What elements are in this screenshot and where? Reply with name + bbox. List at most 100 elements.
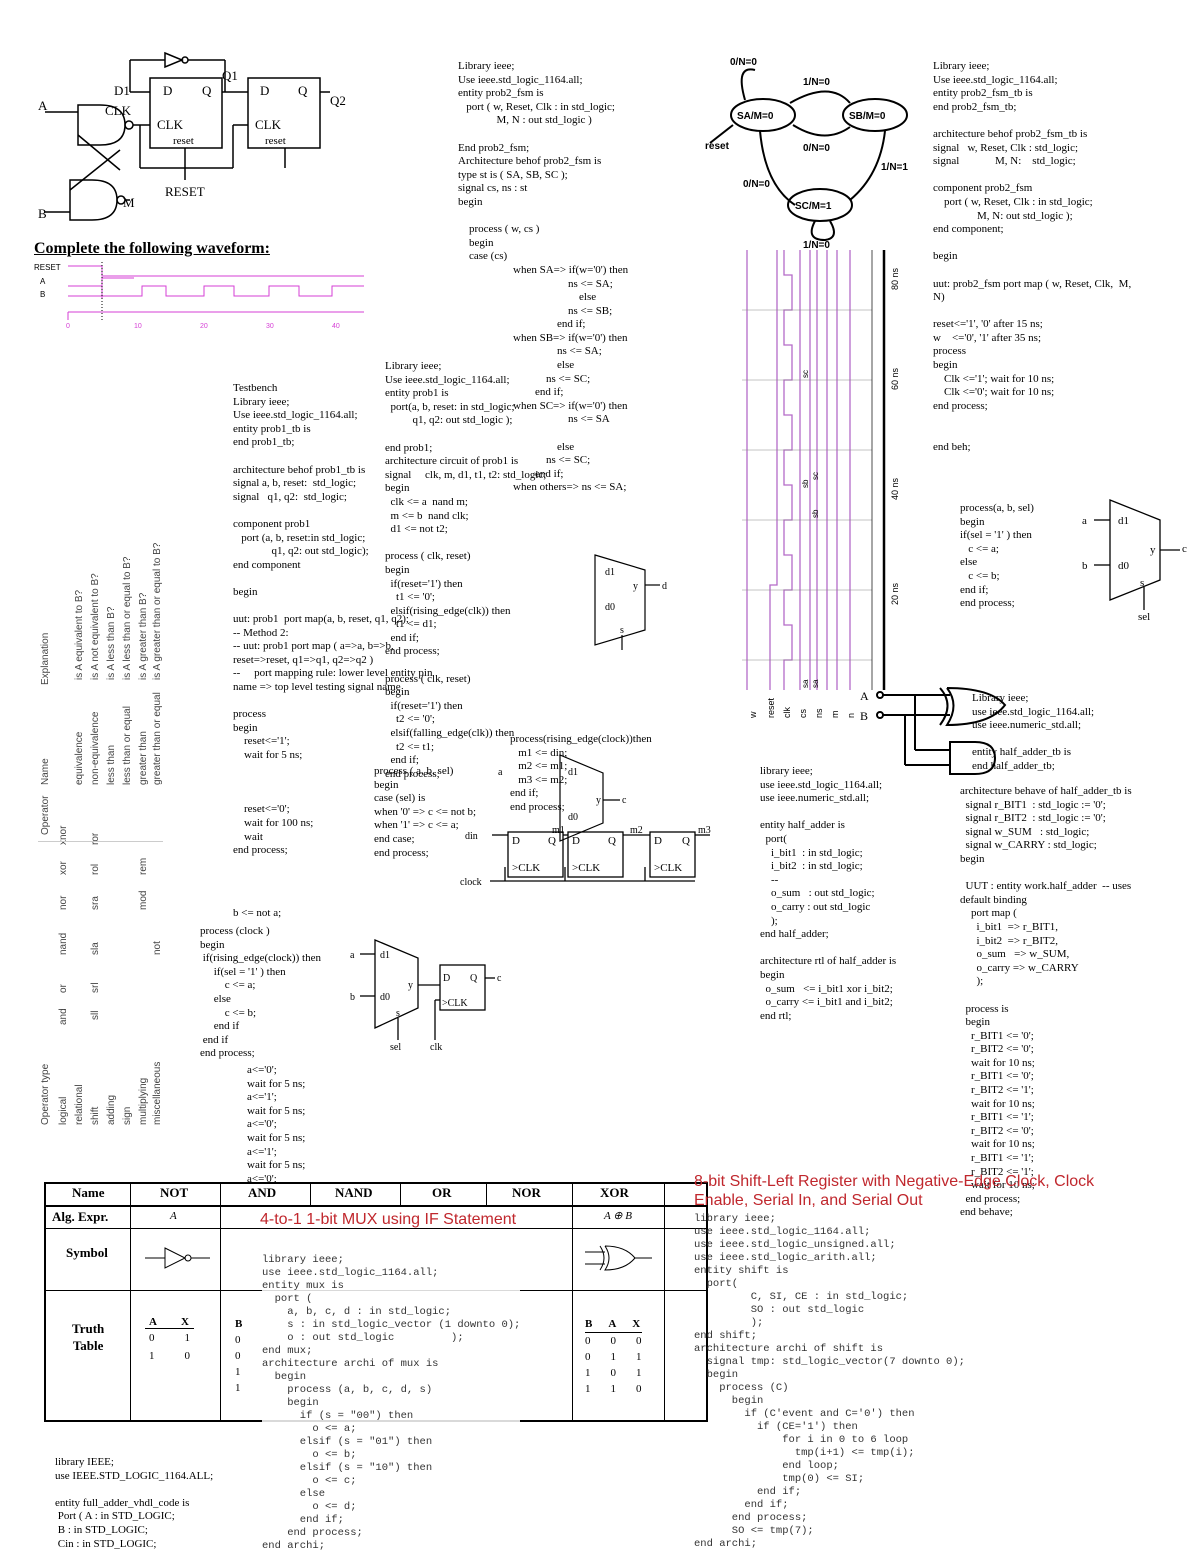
simulation-waveform: 80 ns 60 ns 40 ns 20 ns sc sb sc sb sa s… [742,250,900,719]
svg-text:d0: d0 [568,812,578,823]
code-half-adder: library ieee; use ieee.std_logic_1164.al… [760,765,897,1022]
code-shift: library ieee; use ieee.std_logic_1164.al… [694,1213,965,1550]
svg-text:40: 40 [332,323,340,330]
gates-symbol-label: Symbol [66,1245,108,1260]
svg-text:d0: d0 [1118,560,1130,572]
svg-text:m: m [830,711,840,719]
half-adder-circuit: A B [860,687,1007,775]
code-clock-process: process (clock ) begin if(rising_edge(cl… [200,925,321,1060]
code-full-adder: library IEEE; use IEEE.STD_LOGIC_1164.AL… [55,1456,214,1550]
svg-text:sa: sa [811,679,820,688]
mux-ff-diagram: a b d1 d0 y s D Q >CLK c sel clk [350,939,502,1053]
svg-text:m2: m2 [630,825,643,836]
svg-text:sc: sc [801,370,810,378]
gates-alg-label: Alg. Expr. [52,1209,109,1224]
code-prob2-testbench: Library ieee; Use ieee.std_logic_1164.al… [933,60,1132,453]
svg-text:>CLK: >CLK [512,862,540,874]
svg-text:0/N=0: 0/N=0 [803,143,830,154]
ff1-clk: CLK [157,117,184,132]
svg-text:clk: clk [430,1042,442,1053]
svg-text:B: B [40,290,45,299]
svg-text:y: y [1150,544,1156,556]
label-q2: Q2 [330,93,346,108]
svg-text:>CLK: >CLK [572,862,600,874]
code-register-chain: process(rising_edge(clock))then m1 <= di… [510,733,652,813]
label-m: M [123,195,135,210]
svg-text:d0: d0 [605,602,615,613]
svg-text:reset: reset [766,697,776,718]
svg-text:y: y [408,980,413,991]
gates-truth-label: Truth Table [72,1321,105,1353]
circuit-prob1: A B M D1 Q1 Q2 CLK D Q CLK reset D Q CLK… [38,51,346,221]
waveform-title: Complete the following waveform: [34,240,270,257]
svg-text:SA/M=0: SA/M=0 [737,111,774,122]
ff1-reset: reset [173,135,194,147]
svg-text:D: D [443,973,450,984]
fsm-diagram: SA/M=0 SB/M=0 SC/M=1 0/N=0 1/N=0 0/N=0 0… [705,57,908,251]
svg-text:60 ns: 60 ns [890,367,900,390]
svg-text:a: a [350,950,355,961]
svg-text:20: 20 [200,323,208,330]
svg-text:A: A [40,277,46,286]
mux4-title: 4-to-1 1-bit MUX using IF Statement [260,1211,517,1228]
svg-text:s: s [620,625,624,636]
label-b: B [38,206,47,221]
xor-gate-symbol [585,1245,652,1271]
svg-text:d1: d1 [568,767,578,778]
svg-text:sa: sa [801,679,810,688]
waveform: RESET A B 0 10 20 30 40 [34,262,364,330]
svg-text:m3: m3 [698,825,711,836]
svg-text:ns: ns [814,708,824,718]
label-clk: CLK [105,103,132,118]
code-prob1-testbench: Testbench Library ieee; Use ieee.std_log… [233,382,433,857]
code-prob1: Library ieee; Use ieee.std_logic_1164.al… [385,360,547,780]
mux-diagram-small: a d1 d0 y c [498,754,627,842]
svg-text:d1: d1 [605,567,615,578]
svg-text:1/N=1: 1/N=1 [881,162,908,173]
svg-text:0: 0 [66,323,70,330]
and-b-column: B 0 0 1 1 [235,1318,243,1394]
svg-text:20 ns: 20 ns [890,582,900,605]
svg-text:d0: d0 [380,992,390,1003]
svg-text:clock: clock [460,877,482,888]
svg-text:c: c [1182,543,1187,555]
svg-text:>CLK: >CLK [442,998,468,1009]
svg-text:RESET: RESET [34,263,61,272]
label-d1: D1 [114,83,130,98]
operator-table: Operator type logical relational shift a… [38,542,163,1125]
svg-text:m1: m1 [552,825,565,836]
svg-text:y: y [596,795,601,806]
svg-text:Q: Q [548,835,556,847]
svg-text:din: din [465,831,478,842]
svg-text:80 ns: 80 ns [890,267,900,290]
svg-text:D: D [654,835,662,847]
ff2-d: D [260,83,269,98]
svg-text:Q: Q [608,835,616,847]
mux-diagram-right: a b d1 d0 y s c sel [1082,499,1187,623]
svg-text:sel: sel [390,1042,401,1053]
svg-text:s: s [396,1008,400,1019]
svg-text:40 ns: 40 ns [890,477,900,500]
svg-text:c: c [622,795,627,806]
mux-diagram-center: d1 d0 y d s [594,554,667,650]
ff2-clk: CLK [255,117,282,132]
code-not: b <= not a; [233,907,282,919]
svg-text:SC/M=1: SC/M=1 [795,201,832,212]
svg-text:B: B [860,709,868,723]
svg-text:c: c [497,973,502,984]
svg-text:d: d [662,581,667,592]
gates-name-header: Name [72,1185,105,1200]
svg-text:30: 30 [266,323,274,330]
svg-text:cs: cs [798,709,808,719]
reset-net: RESET [165,184,205,199]
svg-text:d1: d1 [1118,515,1129,527]
code-mux-process: process(a, b, sel) begin if(sel = '1' ) … [960,502,1034,610]
svg-text:Q: Q [470,973,478,984]
ff1-d: D [163,83,172,98]
code-half-adder-testbench: architecture behave of half_adder_tb is … [960,785,1132,1219]
svg-text:b: b [350,992,355,1003]
svg-text:d1: d1 [380,950,390,961]
svg-text:s: s [1140,577,1144,589]
svg-text:A: A [860,689,869,703]
